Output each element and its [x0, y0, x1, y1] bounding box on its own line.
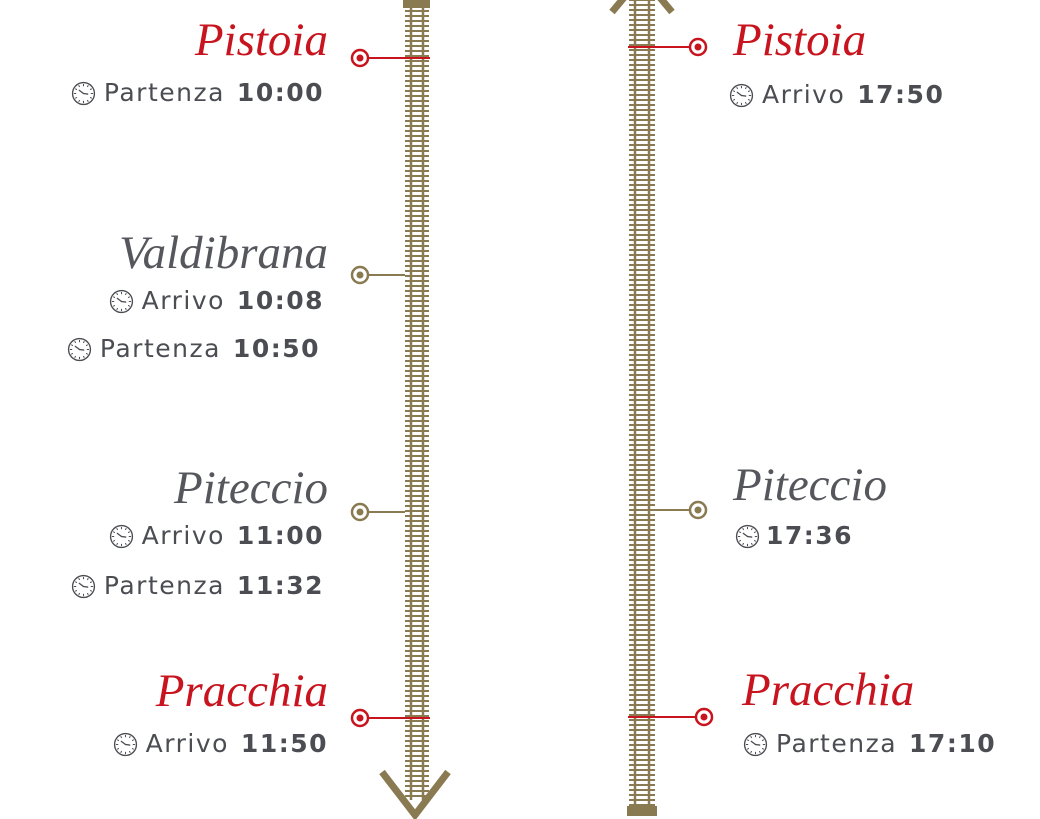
time-label: Partenza: [99, 334, 221, 363]
clock-icon: [67, 337, 92, 362]
time-label: Arrivo: [141, 521, 225, 550]
time-label: Partenza: [776, 729, 898, 758]
clock-icon: [735, 524, 760, 549]
track-end-cap-top-left: [403, 0, 430, 8]
time-value: 11:50: [240, 729, 328, 758]
station-name-pracchia-ret: Pracchia: [742, 664, 915, 716]
clock-icon: [743, 732, 768, 757]
station-marker-pracchia-ret: [628, 707, 714, 727]
time-row: Partenza 17:10: [743, 729, 996, 759]
station-name-pistoia-out: Pistoia: [194, 14, 328, 66]
station-marker-piteccio-ret: [654, 500, 708, 520]
down-arrow-icon: [379, 769, 451, 819]
time-row: Arrivo 10:08: [109, 286, 324, 316]
time-value: 11:00: [236, 521, 324, 550]
time-row: Arrivo 11:00: [109, 521, 324, 551]
clock-icon: [109, 524, 134, 549]
time-value: 17:36: [766, 521, 854, 550]
station-marker-valdibrana-out: [350, 265, 405, 285]
time-value: 10:00: [236, 78, 324, 107]
time-row: Arrivo 17:50: [729, 80, 944, 110]
outbound-track: [405, 5, 429, 800]
time-value: 17:50: [857, 80, 945, 109]
return-track: [629, 0, 655, 806]
station-marker-piteccio-out: [350, 502, 405, 522]
station-name-pracchia-out: Pracchia: [155, 665, 328, 717]
station-marker-pracchia-out: [350, 708, 430, 728]
station-name-valdibrana-out: Valdibrana: [119, 227, 328, 279]
clock-icon: [71, 81, 96, 106]
station-name-pistoia-ret: Pistoia: [733, 14, 867, 66]
time-label: Arrivo: [145, 729, 229, 758]
time-row: Partenza 10:50: [67, 334, 320, 364]
track-end-cap-bottom-right: [627, 806, 657, 816]
time-row: Arrivo 11:50: [113, 729, 328, 759]
time-value: 10:08: [236, 286, 324, 315]
time-label: Arrivo: [141, 286, 225, 315]
time-value: 17:10: [909, 729, 997, 758]
time-label: Partenza: [103, 571, 225, 600]
clock-icon: [729, 83, 754, 108]
up-arrow-icon: [609, 0, 675, 15]
time-row: 17:36: [735, 521, 853, 551]
time-value: 10:50: [232, 334, 320, 363]
station-marker-pistoia-ret: [628, 37, 708, 57]
time-row: Partenza 11:32: [71, 571, 324, 601]
station-name-piteccio-ret: Piteccio: [733, 459, 887, 511]
time-value: 11:32: [236, 571, 324, 600]
time-label: Partenza: [103, 78, 225, 107]
time-label: Arrivo: [762, 80, 846, 109]
clock-icon: [113, 732, 138, 757]
station-marker-pistoia-out: [350, 48, 430, 68]
station-name-piteccio-out: Piteccio: [174, 462, 328, 514]
clock-icon: [109, 289, 134, 314]
clock-icon: [71, 574, 96, 599]
time-row: Partenza 10:00: [71, 78, 324, 108]
